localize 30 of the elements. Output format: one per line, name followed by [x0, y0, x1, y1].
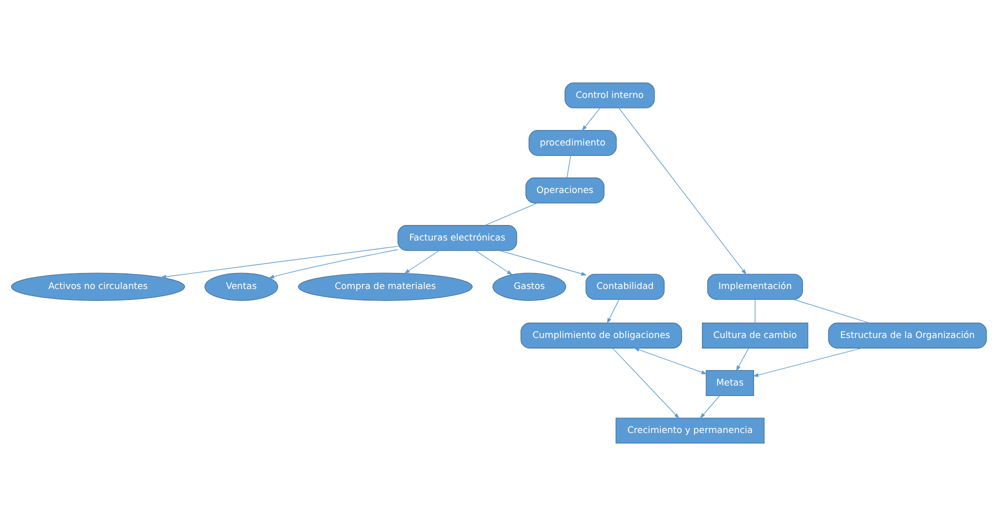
node-box: Crecimiento y permanencia	[616, 417, 765, 444]
connector	[793, 298, 870, 323]
arrow	[612, 347, 680, 418]
node-box: Control interno	[564, 82, 655, 108]
arrow	[499, 250, 587, 276]
arrow	[618, 107, 746, 274]
arrow	[582, 107, 600, 130]
connector	[484, 202, 538, 226]
node-box: Contabilidad	[586, 273, 665, 300]
arrow	[606, 298, 620, 324]
arrow	[268, 248, 398, 278]
connector	[754, 298, 756, 323]
node-ellipse: Gastos	[492, 272, 566, 300]
node-ellipse: Compra de materiales	[298, 272, 473, 300]
node-box: Metas	[706, 370, 754, 396]
connector	[566, 154, 571, 178]
node-box: Estructura de la Organización	[828, 322, 987, 348]
arrow	[752, 347, 862, 376]
node-box: Operaciones	[525, 177, 604, 203]
arrow	[160, 245, 398, 278]
arrow	[736, 348, 749, 371]
node-box: Facturas electrónicas	[398, 224, 518, 250]
arrow	[634, 347, 707, 374]
arrow	[404, 250, 440, 274]
node-box: procedimiento	[528, 129, 617, 156]
node-box: Implementación	[707, 273, 803, 300]
arrow	[700, 395, 720, 418]
node-box: Cultura de cambio	[702, 322, 808, 348]
node-box: Cumplimiento de obligaciones	[520, 322, 682, 348]
arrow	[475, 250, 513, 275]
